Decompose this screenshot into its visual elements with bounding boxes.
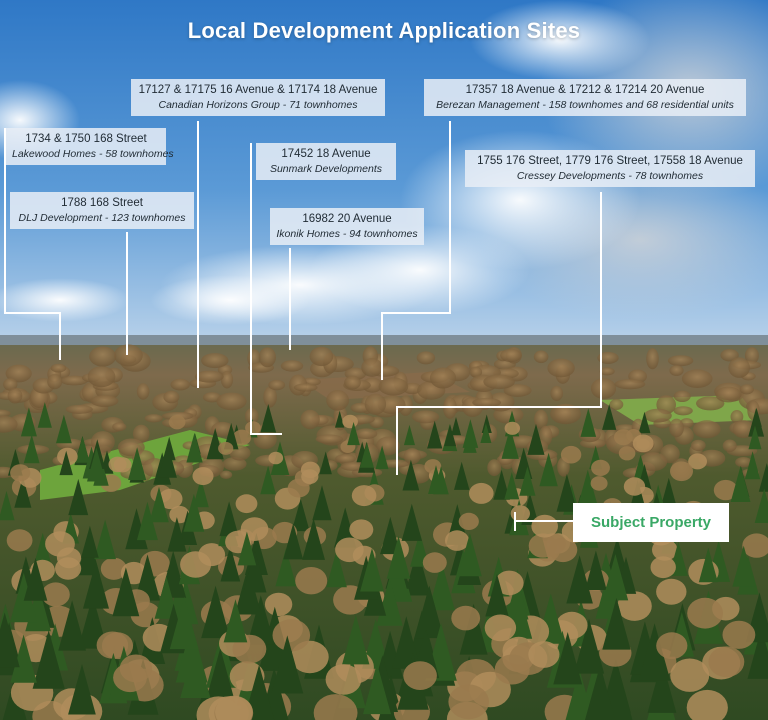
subject-property-label: Subject Property: [573, 503, 729, 542]
leader-line-1: [4, 128, 61, 360]
site-developer: DLJ Development - 123 townhomes: [18, 212, 186, 224]
site-developer: Berezan Management - 158 townhomes and 6…: [436, 99, 734, 111]
site-developer: Lakewood Homes - 58 townhomes: [12, 148, 174, 160]
site-label-7: 1755 176 Street, 1779 176 Street, 17558 …: [465, 150, 755, 187]
site-address: 17127 & 17175 16 Avenue & 17174 18 Avenu…: [138, 84, 378, 96]
site-label-6: 17357 18 Avenue & 17212 & 17214 20 Avenu…: [424, 79, 746, 116]
site-developer: Cressey Developments - 78 townhomes: [516, 170, 704, 182]
site-address: 1734 & 1750 168 Street: [25, 133, 147, 145]
site-address: 1755 176 Street, 1779 176 Street, 17558 …: [477, 155, 743, 167]
site-developer: Ikonik Homes - 94 townhomes: [276, 228, 418, 240]
site-developer: Sunmark Developments: [269, 163, 383, 175]
site-label-2: 1788 168 Street DLJ Development - 123 to…: [10, 192, 194, 229]
site-label-1: 1734 & 1750 168 Street Lakewood Homes - …: [6, 128, 174, 165]
site-label-4: 17452 18 Avenue Sunmark Developments: [256, 143, 396, 180]
site-developer: Canadian Horizons Group - 71 townhomes: [158, 99, 358, 111]
site-address: 17452 18 Avenue: [281, 148, 371, 160]
site-address: 17357 18 Avenue & 17212 & 17214 20 Avenu…: [465, 84, 705, 96]
site-label-3: 17127 & 17175 16 Avenue & 17174 18 Avenu…: [131, 79, 385, 116]
site-label-5: 16982 20 Avenue Ikonik Homes - 94 townho…: [270, 208, 424, 245]
site-address: 16982 20 Avenue: [302, 213, 392, 225]
leader-line-4: [250, 143, 282, 435]
site-address: 1788 168 Street: [61, 197, 143, 209]
page-title: Local Development Application Sites: [187, 18, 581, 43]
leader-line-6: [381, 121, 451, 380]
leader-line-7: [396, 192, 602, 475]
